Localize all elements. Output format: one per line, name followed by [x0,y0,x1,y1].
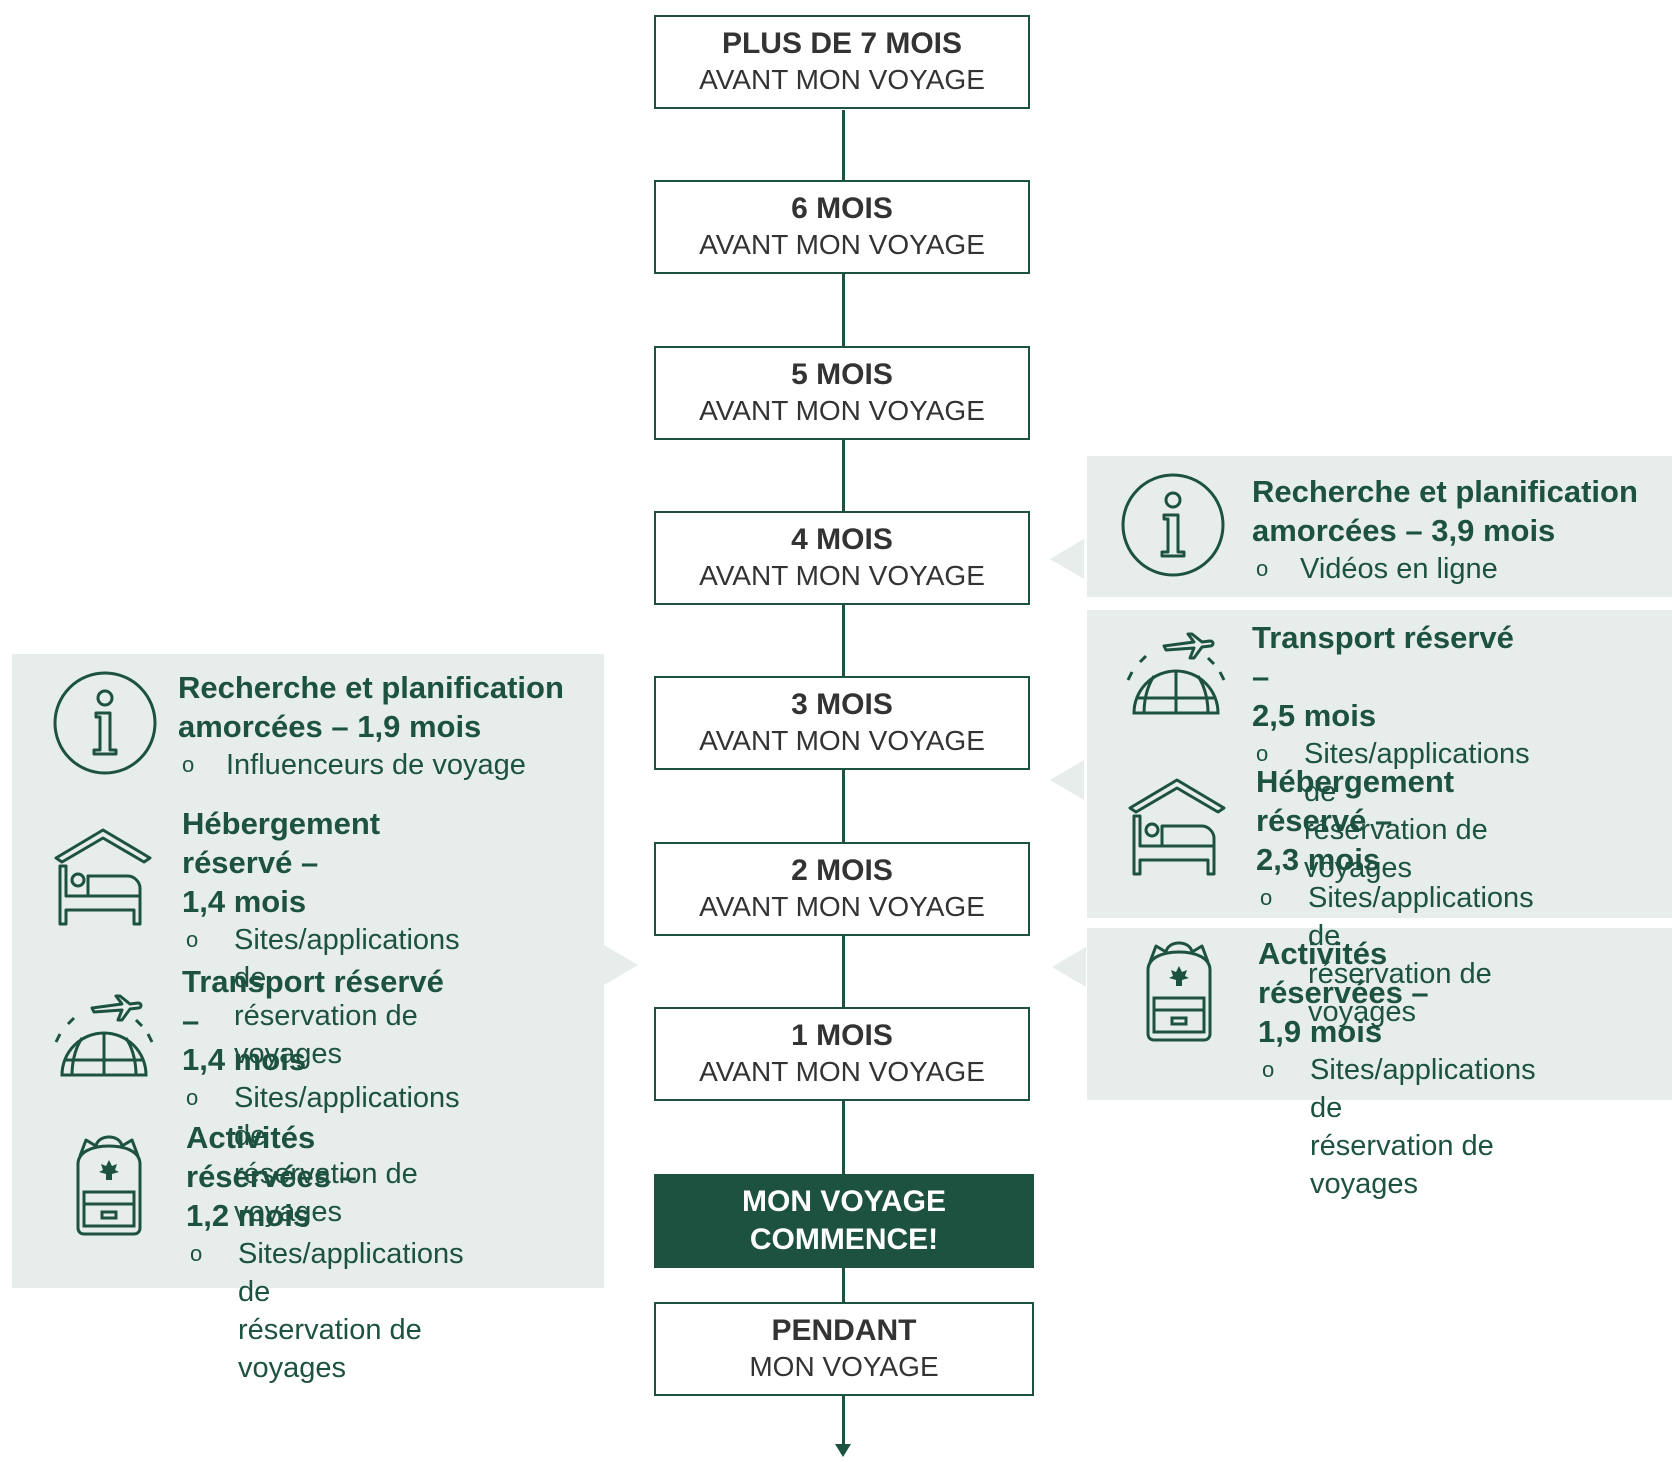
bullet-marker: o [186,927,199,952]
bullet-marker: o [190,1241,203,1266]
plane-globe-icon [54,994,154,1077]
entry-heading: Recherche et planification [178,670,564,705]
pointer-4-months [1050,539,1084,579]
entry-heading: Transport réservé – [1252,620,1514,694]
entry-bullet: Sites/applications de [1310,1054,1536,1124]
entry-bullet: Sites/applications de [1308,882,1534,952]
entry-bullet-continued: réservation de voyages [238,1314,422,1384]
timeline-box-3-months: 3 MOIS AVANT MON VOYAGE [654,676,1030,770]
entry-bullet: Sites/applications de [234,1082,460,1152]
info-icon [53,671,157,775]
bullet-marker: o [182,752,195,777]
bullet-marker: o [1256,741,1269,766]
timeline-box-5-months: 5 MOIS AVANT MON VOYAGE [654,346,1030,440]
timeline-box-2-months: 2 MOIS AVANT MON VOYAGE [654,842,1030,936]
info-icon [1121,473,1225,577]
entry-bullet: Sites/applications de [234,924,460,994]
bed-icon [54,828,152,926]
timeline-sub: AVANT MON VOYAGE [699,560,985,591]
entry-heading: 1,4 mois [182,1042,307,1077]
entry-heading: 1,2 mois [186,1198,311,1233]
entry-bullet-continued: réservation de voyages [234,1000,418,1070]
right-panel-2-months [1087,928,1672,1100]
timeline-strong: 1 MOIS [791,1019,893,1052]
entry-heading: Hébergement réservé – [1256,764,1455,838]
pointer-2-months [1052,947,1086,987]
entry-bullet-continued: réservation de voyages [1308,958,1492,1028]
entry-heading: 1,9 mois [1258,1014,1383,1049]
timeline-sub: MON VOYAGE [749,1351,939,1382]
pointer-3-months [1050,760,1084,800]
arrow-down-icon [835,1444,851,1457]
timeline-box-during: PENDANT MON VOYAGE [654,1302,1034,1396]
timeline-strong: PENDANT [771,1314,917,1347]
entry-bullet: Vidéos en ligne [1300,553,1498,585]
timeline-strong: 2 MOIS [791,854,893,887]
bullet-marker: o [1256,556,1269,581]
backpack-icon [76,1135,142,1236]
plane-globe-icon [1126,632,1226,715]
left-panel [12,654,604,1288]
entry-heading: amorcées – 3,9 mois [1252,513,1556,548]
entry-bullet-continued: réservation de voyages [1310,1130,1494,1200]
timeline-line [842,110,845,1448]
timeline-strong: 6 MOIS [791,192,893,225]
right-panel-3-months [1087,610,1672,918]
timeline-box-6-months: 6 MOIS AVANT MON VOYAGE [654,180,1030,274]
entry-bullet: Sites/applications de [1304,738,1530,808]
timeline-box-7-plus-months: PLUS DE 7 MOIS AVANT MON VOYAGE [654,15,1030,109]
entry-heading: Activités réservées – [1258,936,1429,1010]
timeline-sub: AVANT MON VOYAGE [699,891,985,922]
timeline-strong: PLUS DE 7 MOIS [721,27,963,60]
entry-heading: 1,4 mois [182,884,307,919]
timeline-strong: 5 MOIS [791,358,893,391]
pointer-left-2-months [604,945,638,985]
trip-start-label: MON VOYAGE COMMENCE! [742,1185,946,1256]
entry-heading: 2,3 mois [1256,842,1381,877]
timeline-box-4-months: 4 MOIS AVANT MON VOYAGE [654,511,1030,605]
entry-heading: Recherche et planification [1252,474,1638,509]
timeline-sub: AVANT MON VOYAGE [699,1056,985,1087]
entry-heading: Hébergement réservé – [182,806,381,880]
entry-bullet-continued: réservation de voyages [1304,814,1488,884]
timeline-strong: 4 MOIS [791,523,893,556]
bed-icon [1128,778,1226,876]
entry-heading: 2,5 mois [1252,698,1377,733]
bullet-marker: o [186,1085,199,1110]
trip-start-box: MON VOYAGE COMMENCE! [654,1174,1034,1268]
backpack-icon [1146,941,1212,1042]
entry-bullet-continued: réservation de voyages [234,1158,418,1228]
bullet-marker: o [1262,1057,1275,1082]
entry-heading: Activités réservées – [186,1120,357,1194]
entry-heading: amorcées – 1,9 mois [178,709,482,744]
entry-heading: Transport réservé – [182,964,444,1038]
timeline-box-1-month: 1 MOIS AVANT MON VOYAGE [654,1007,1030,1101]
timeline-sub: AVANT MON VOYAGE [699,64,985,95]
entry-bullet: Sites/applications de [238,1238,464,1308]
timeline-sub: AVANT MON VOYAGE [699,395,985,426]
timeline-strong: 3 MOIS [791,688,893,721]
timeline-sub: AVANT MON VOYAGE [699,725,985,756]
entry-bullet: Influenceurs de voyage [226,749,526,781]
bullet-marker: o [1260,885,1273,910]
timeline-sub: AVANT MON VOYAGE [699,229,985,260]
